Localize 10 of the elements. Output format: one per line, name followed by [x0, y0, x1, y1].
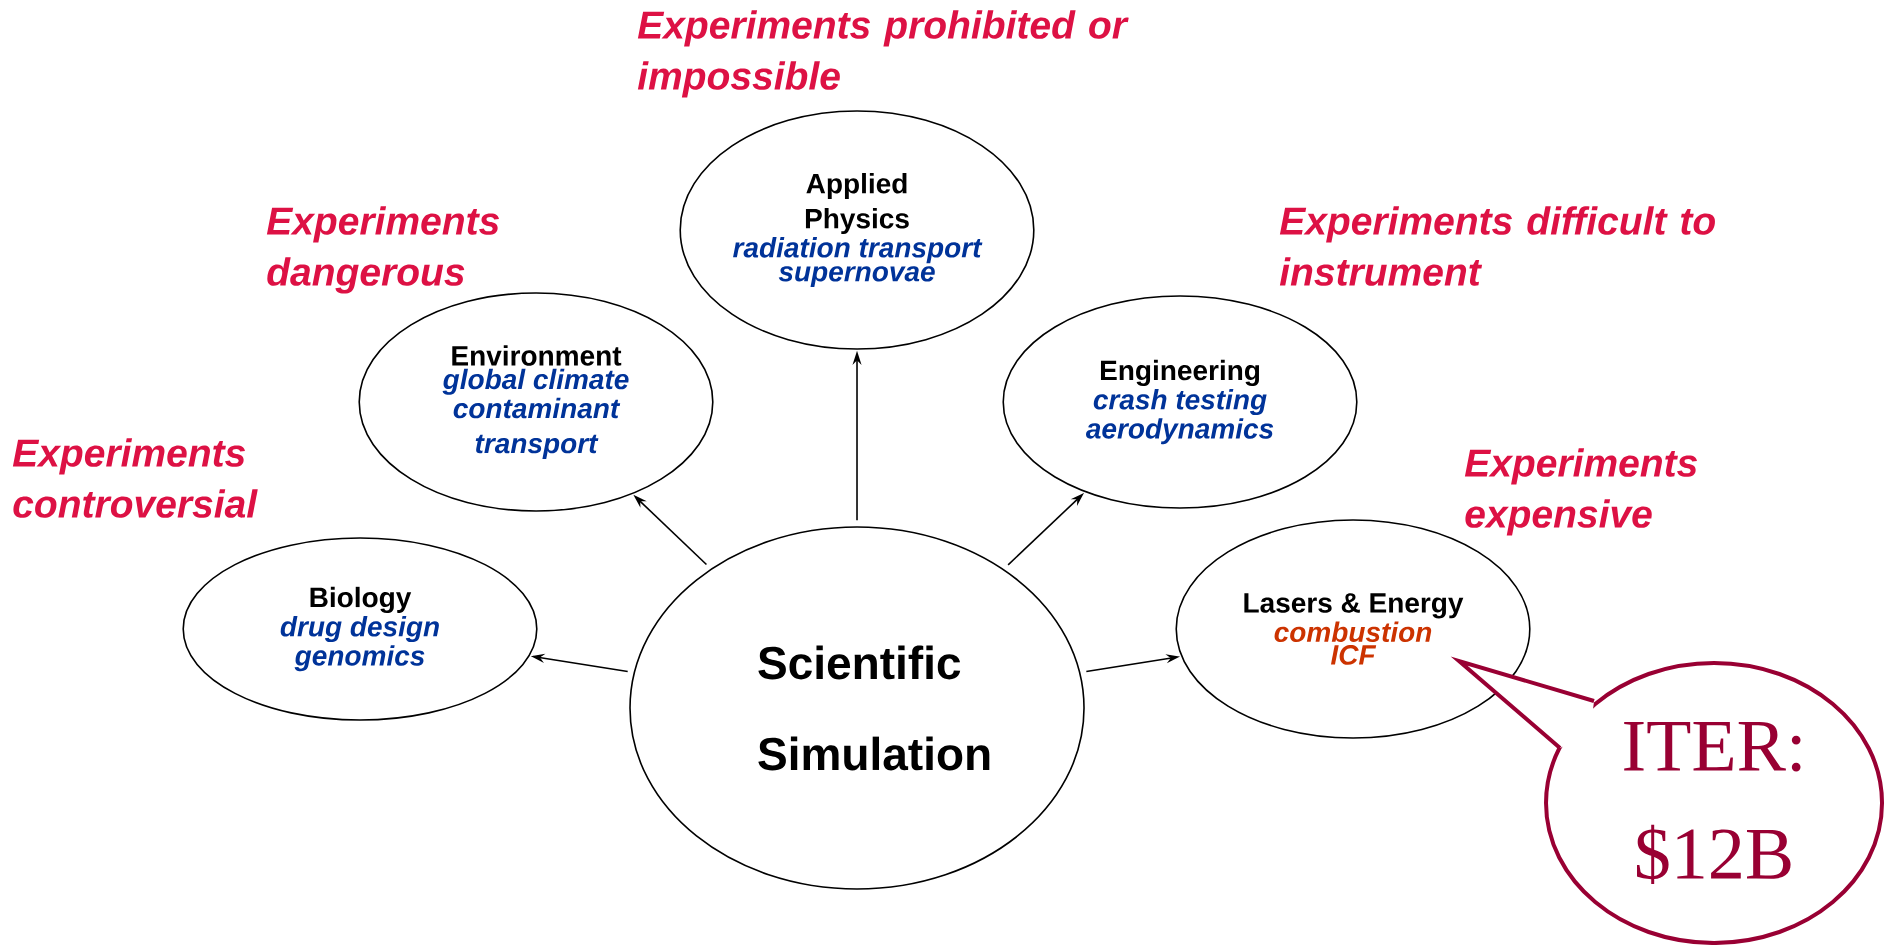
ellipse-node: Applied Physics radiation transport supernovae: [679, 110, 1035, 350]
annotation: Experiments prohibited or impossible: [637, 10, 1129, 98]
ellipse-node: Scientific Simulation: [629, 526, 1085, 890]
annotation: Experiments difficult to instrument: [1279, 206, 1715, 286]
speech-bubble: ITER: $12B: [1450, 656, 1884, 945]
ellipse-node: Environment global climate contaminant transport: [358, 292, 714, 512]
ellipse-node: Engineering crash testing aerodynamics: [1002, 295, 1358, 509]
ellipse-node: Biology drug design genomics: [182, 537, 538, 721]
annotation: Experiments controversial: [12, 438, 258, 518]
annotation: Experiments dangerous: [266, 206, 499, 294]
